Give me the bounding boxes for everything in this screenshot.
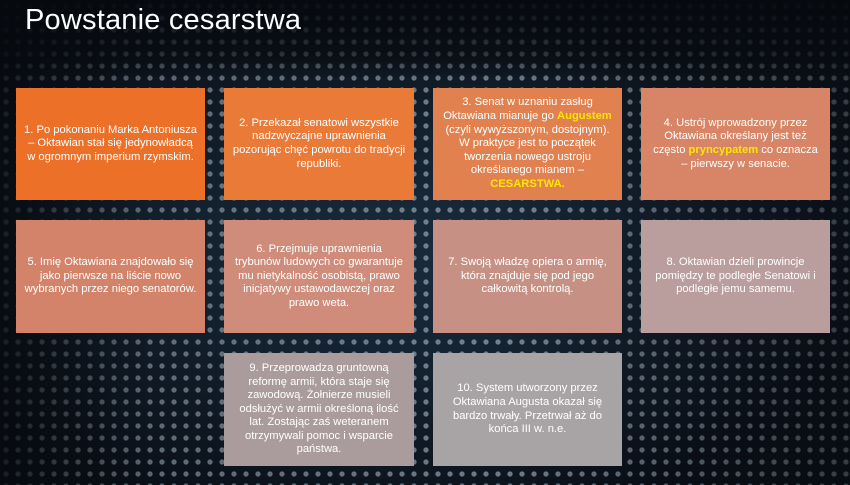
info-box-9-text: 9. Przeprowadza gruntowną reformę armii,… xyxy=(239,361,399,456)
info-box-7: 7. Swoją władzę opiera o armię, która zn… xyxy=(433,220,622,333)
info-box-9: 9. Przeprowadza gruntowną reformę armii,… xyxy=(224,353,414,466)
info-box-6-text: 6. Przejmuje uprawnienia trybunów ludowy… xyxy=(235,242,403,309)
info-box-7-text: 7. Swoją władzę opiera o armię, która zn… xyxy=(448,256,607,296)
highlight-pryncypatem: pryncypatem xyxy=(688,144,759,156)
info-box-2: 2. Przekazał senatowi wszystkie nadzwycz… xyxy=(224,88,414,200)
info-box-1-text: 1. Po pokonaniu Marka Antoniusza – Oktaw… xyxy=(24,123,197,163)
info-box-4-text-end: co oznacza – pierwszy w senacie. xyxy=(681,144,818,170)
highlight-cesarstwa: CESARSTWA. xyxy=(490,177,565,190)
slide-title: Powstanie cesarstwa xyxy=(25,4,302,36)
info-box-3-text: 3. Senat w uznaniu zasług Oktawiana mian… xyxy=(441,96,614,191)
info-box-10: 10. System utworzony przez Oktawiana Aug… xyxy=(433,353,622,466)
info-box-3: 3. Senat w uznaniu zasług Oktawiana mian… xyxy=(433,88,622,200)
highlight-augustem: Augustem xyxy=(557,110,612,123)
info-box-5-text: 5. Imię Oktawiana znajdowało się jako pi… xyxy=(24,256,197,296)
info-box-4-text-start: 4. Ustrój wprowadzony przez Oktawiana ok… xyxy=(653,116,808,156)
info-box-5: 5. Imię Oktawiana znajdowało się jako pi… xyxy=(16,220,205,333)
info-box-6: 6. Przejmuje uprawnienia trybunów ludowy… xyxy=(224,220,414,333)
info-box-4-text: 4. Ustrój wprowadzony przez Oktawiana ok… xyxy=(649,117,822,171)
info-box-3-text-middle: (czyli wywyższonym, dostojnym). W prakty… xyxy=(445,123,610,177)
info-box-4: 4. Ustrój wprowadzony przez Oktawiana ok… xyxy=(641,88,830,200)
info-box-8: 8. Oktawian dzieli prowincje pomiędzy te… xyxy=(641,220,830,333)
info-box-1: 1. Po pokonaniu Marka Antoniusza – Oktaw… xyxy=(16,88,205,200)
info-box-3-text-start: 3. Senat w uznaniu zasług Oktawiana mian… xyxy=(443,96,593,123)
info-box-2-text: 2. Przekazał senatowi wszystkie nadzwycz… xyxy=(232,116,406,170)
info-box-8-text: 8. Oktawian dzieli prowincje pomiędzy te… xyxy=(655,256,816,296)
info-box-10-text: 10. System utworzony przez Oktawiana Aug… xyxy=(452,382,603,436)
